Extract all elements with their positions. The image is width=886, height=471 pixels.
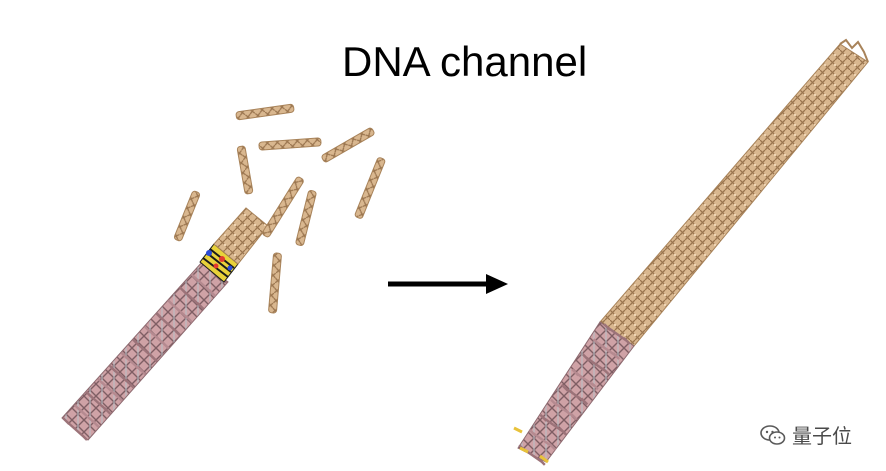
assembly-before — [61, 103, 386, 441]
dna-helix — [354, 157, 386, 219]
assembly-after — [513, 38, 869, 466]
protein-spike — [132, 338, 146, 352]
protein-spike — [552, 423, 567, 436]
protein-spike — [539, 414, 554, 426]
protein-spike — [109, 388, 123, 402]
protein-spike — [155, 312, 170, 326]
protein-spike — [120, 351, 135, 365]
protein-spike — [73, 404, 88, 417]
protein-spike — [190, 297, 205, 311]
protein-spike — [571, 368, 586, 381]
protein-spike — [179, 310, 193, 324]
protein-spike — [573, 393, 589, 406]
protein-spike — [132, 362, 147, 376]
protein-spike — [595, 363, 610, 375]
protein-rod-left — [61, 260, 229, 441]
protein-spike — [190, 273, 205, 286]
watermark-text: 量子位 — [792, 424, 852, 448]
protein-spike — [541, 438, 557, 451]
protein-rod-right — [513, 321, 635, 466]
watermark: 量子位 — [760, 420, 852, 449]
protein-spike — [108, 364, 123, 378]
dna-helices-floating — [173, 103, 386, 314]
protein-spike — [97, 401, 112, 415]
protein-spike — [584, 378, 599, 391]
protein-spike — [592, 338, 608, 351]
dna-channel-long — [599, 43, 869, 347]
dna-helix — [173, 190, 201, 242]
protein-spike — [85, 415, 100, 428]
protein-spike — [74, 428, 88, 441]
arrow — [388, 274, 508, 294]
protein-spike — [143, 325, 158, 339]
protein-spike — [178, 286, 193, 300]
protein-spike — [603, 323, 618, 335]
dna-helix — [262, 176, 304, 238]
protein-spike — [202, 284, 217, 297]
dna-helix — [258, 137, 322, 151]
dna-helix — [321, 127, 375, 163]
wechat-icon — [760, 424, 786, 445]
protein-spikes-left — [62, 260, 228, 441]
protein-spike — [550, 398, 565, 411]
protein-spike — [167, 299, 181, 313]
protein-spikes-right — [518, 323, 631, 466]
protein-spike — [531, 454, 546, 466]
dna-helix — [235, 103, 295, 121]
protein-spike — [605, 348, 621, 360]
protein-spike — [167, 323, 182, 337]
protein-spike — [616, 333, 631, 345]
protein-spike — [528, 429, 544, 441]
dna-helix — [295, 190, 317, 246]
dna-helix — [236, 145, 254, 195]
protein-spike — [97, 377, 111, 391]
protein-spike — [120, 375, 135, 389]
protein-spike — [62, 417, 76, 430]
protein-spike — [144, 349, 158, 363]
protein-spike — [155, 336, 170, 350]
protein-spike — [582, 353, 597, 366]
dna-helix — [268, 252, 282, 314]
protein-spike — [563, 408, 578, 421]
diagram-title: DNA channel — [342, 38, 588, 85]
protein-spike — [560, 383, 576, 396]
protein-spike — [85, 390, 100, 404]
